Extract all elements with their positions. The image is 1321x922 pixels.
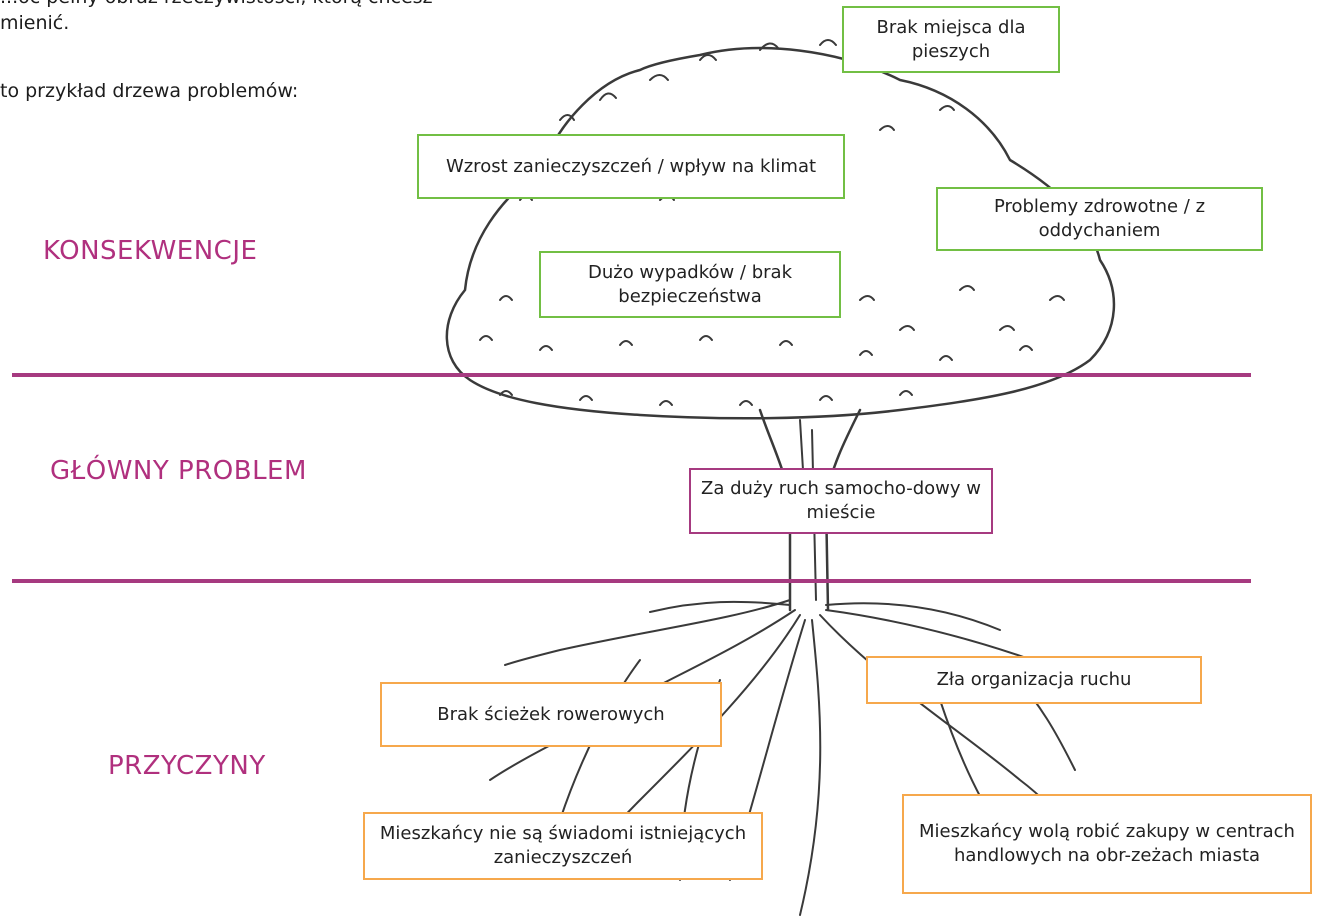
section-divider (12, 579, 1251, 583)
cause-box: Mieszkańcy wolą robić zakupy w centrach … (902, 794, 1312, 894)
section-divider (12, 373, 1251, 377)
consequence-box: Wzrost zanieczyszczeń / wpływ na klimat (417, 134, 845, 199)
consequence-box: Problemy zdrowotne / z oddychaniem (936, 187, 1263, 251)
cause-box: Mieszkańcy nie są świadomi istniejących … (363, 812, 763, 880)
main-problem-box: Za duży ruch samocho-dowy w mieście (689, 468, 993, 534)
section-label-causes: PRZYCZYNY (108, 751, 266, 781)
cause-box: Zła organizacja ruchu (866, 656, 1202, 704)
intro-text-line: ...oc pełny obraz rzeczywistości, którą … (0, 0, 433, 8)
consequence-box: Brak miejsca dla pieszych (842, 6, 1060, 73)
section-label-main-problem: GŁÓWNY PROBLEM (50, 456, 307, 486)
intro-text-line: mienić. (0, 12, 70, 34)
consequence-box: Dużo wypadków / brak bezpieczeństwa (539, 251, 841, 318)
section-label-consequences: KONSEKWENCJE (43, 236, 258, 266)
intro-text-line: to przykład drzewa problemów: (0, 80, 299, 102)
cause-box: Brak ścieżek rowerowych (380, 682, 722, 747)
